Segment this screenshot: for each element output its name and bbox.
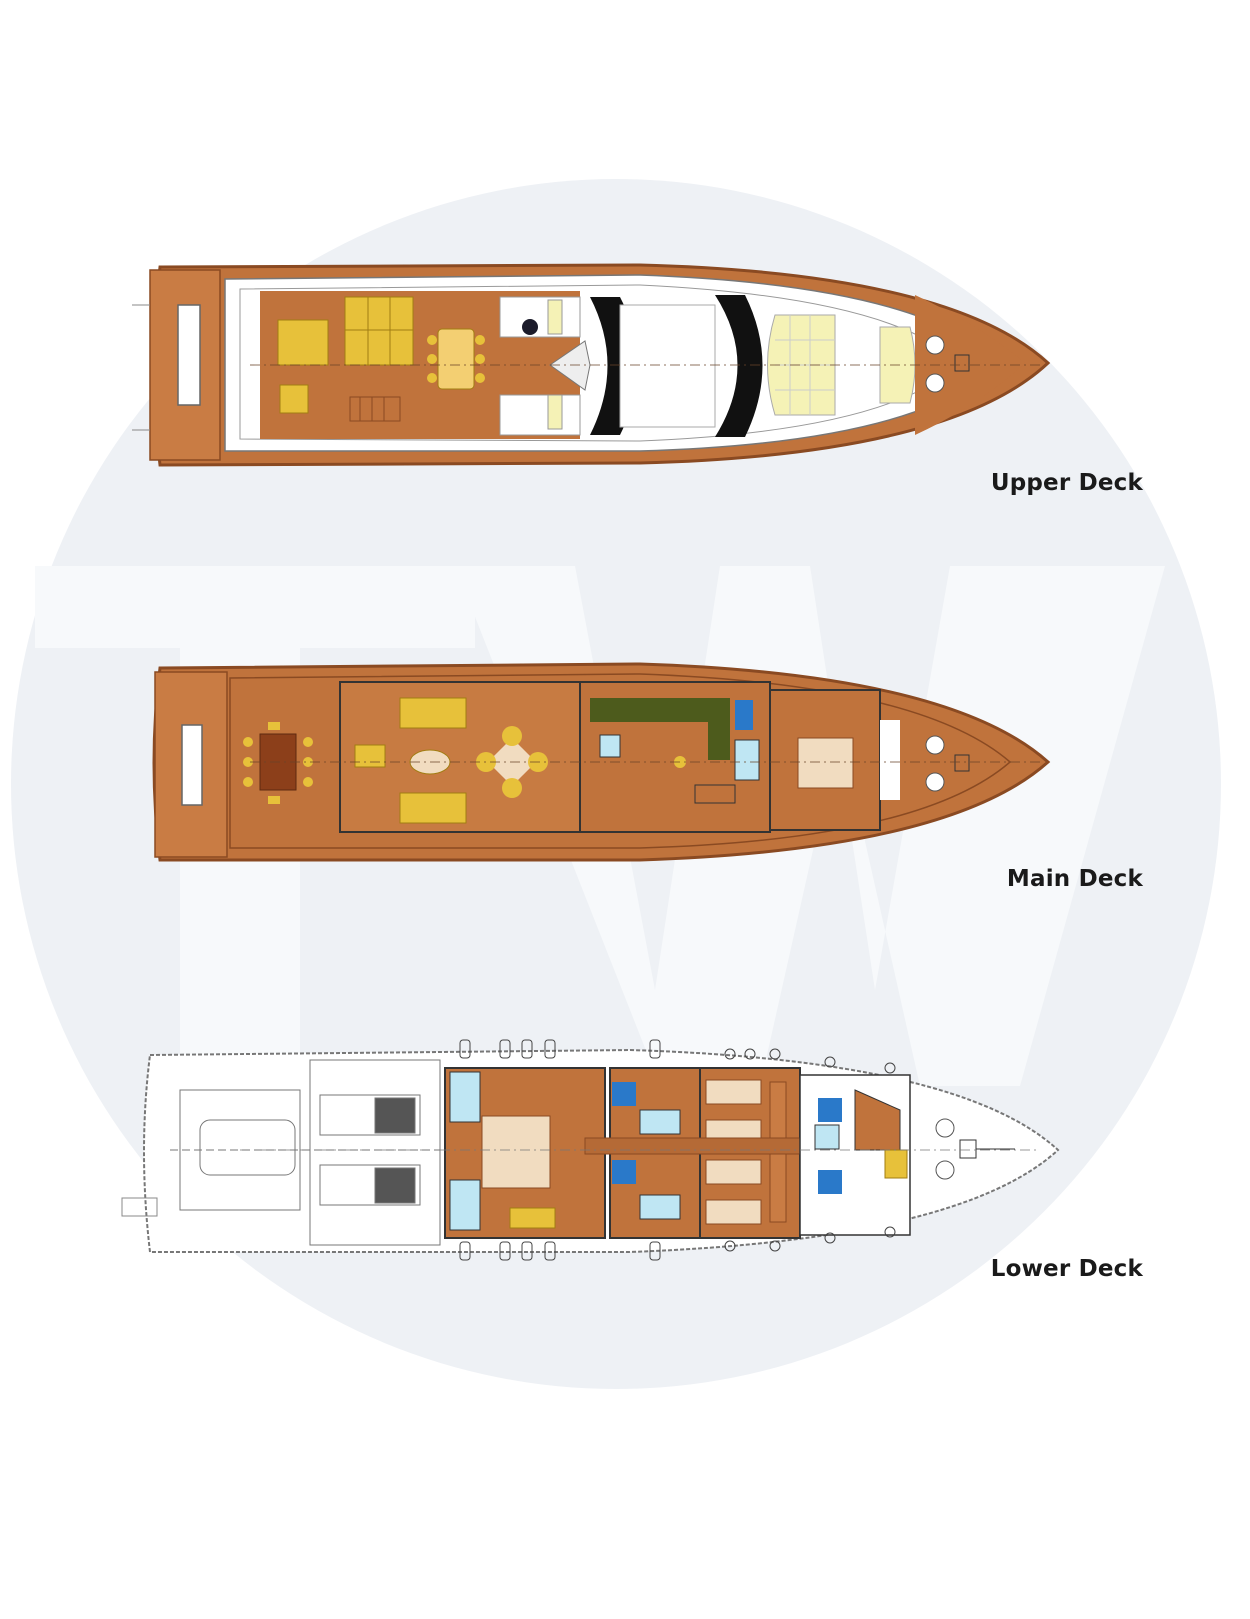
main-master-cabin <box>769 689 900 831</box>
lower-guest-cabins <box>584 1067 896 1239</box>
upper-deck-plan <box>132 263 1051 467</box>
lower-vip-cabin <box>444 1067 606 1239</box>
lower-portholes <box>459 1039 896 1261</box>
main-deck-plan <box>152 662 1051 862</box>
upper-helm <box>499 296 591 436</box>
lower-deck-plan <box>121 1039 1060 1261</box>
upper-swim-platform <box>132 269 221 461</box>
main-saloon <box>339 681 581 833</box>
lower-crew-area <box>799 1074 911 1236</box>
lower-engine-room <box>170 1059 441 1246</box>
upper-foredeck <box>250 295 1040 435</box>
main-deck-label: Main Deck <box>1006 866 1143 892</box>
upper-deck-label: Upper Deck <box>990 470 1143 496</box>
lower-forepeak <box>935 1118 1015 1180</box>
lower-deck-label: Lower Deck <box>990 1256 1143 1282</box>
upper-windshield <box>590 295 763 437</box>
main-swim-platform <box>154 671 228 858</box>
main-galley <box>579 681 771 833</box>
main-foredeck <box>250 735 1040 792</box>
